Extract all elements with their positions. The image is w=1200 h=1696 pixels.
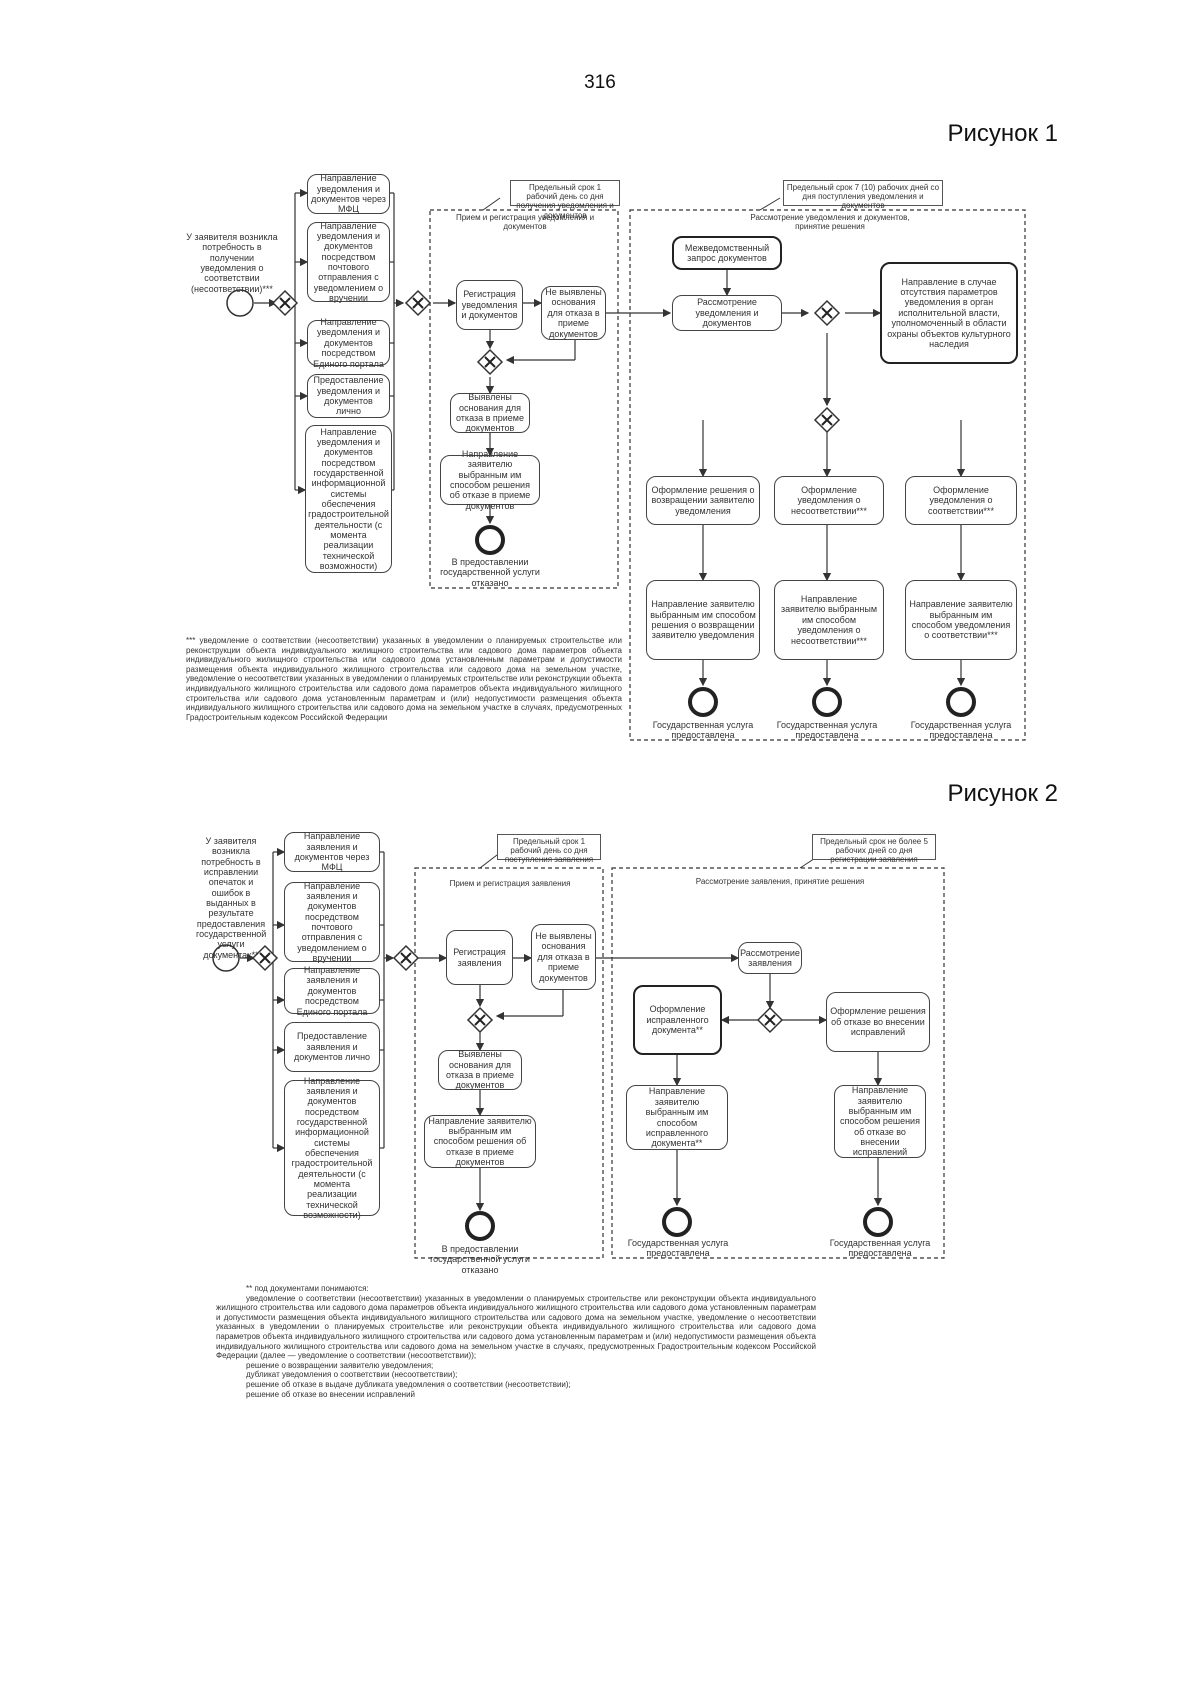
figure2-start-label: У заявителя возникла потребность в испра… xyxy=(196,836,267,960)
figure2-channel-in-person: Предоставление заявления и документов ли… xyxy=(284,1022,380,1072)
figure1-channel-post: Направление уведомления и документов пос… xyxy=(307,221,390,303)
figure1-note-review: Предельный срок 7 (10) рабочих дней со д… xyxy=(783,180,943,210)
figure2-end-label-right: Государственная услуга предоставлена xyxy=(829,1238,931,1259)
figure2-found-grounds-box: Выявлены основания для отказа в приеме д… xyxy=(438,1049,522,1090)
figure1-note-reception: Предельный срок 1 рабочий день со дня по… xyxy=(510,180,620,220)
figure1-start-label: У заявителя возникла потребность в получ… xyxy=(186,232,278,294)
figure1-channel-in-person: Предоставление уведомления и документов … xyxy=(307,374,390,418)
figure1-found-grounds-box: Выявлены основания для отказа в приеме д… xyxy=(450,392,530,433)
figure2-send-refusal-box: Направление заявителю выбранным им спосо… xyxy=(424,1115,536,1168)
figure1-end-label-2: Государственная услуга предоставлена xyxy=(776,720,878,741)
figure1-end-refused-label: В предоставлении государственной услуги … xyxy=(440,557,540,588)
figure2-footnote-line: уведомление о соответствии (несоответств… xyxy=(216,1293,816,1361)
figure2-footnote: ** под документами понимаются: уведомлен… xyxy=(216,1284,816,1399)
figure2-zone-reception-label: Прием и регистрация заявления xyxy=(449,879,571,888)
figure2-end-label-left: Государственная услуга предоставлена xyxy=(627,1238,729,1259)
figure2-channel-mfc: Направление заявления и документов через… xyxy=(284,831,380,872)
figure1-register-box: Регистрация уведомления и документов xyxy=(456,280,523,330)
figure2-footnote-line: дубликат уведомления о соответствии (нес… xyxy=(246,1370,458,1380)
figure1-nonconformity-box: Оформление уведомления о несоответствии*… xyxy=(774,476,884,525)
figure2-channel-gisogd: Направление заявления и документов посре… xyxy=(284,1076,380,1220)
figure1-send-nonconformity-box: Направление заявителю выбранным им спосо… xyxy=(774,580,884,660)
figure2-channel-post: Направление заявления и документов посре… xyxy=(284,881,380,963)
figure1-conformity-box: Оформление уведомления о соответствии*** xyxy=(905,476,1017,525)
figure1-channel-portal: Направление уведомления и документов пос… xyxy=(307,317,390,369)
figure1-no-grounds-box: Не выявлены основания для отказа в прием… xyxy=(541,286,606,340)
figure1-culture-request-box: Направление в случае отсутствия параметр… xyxy=(880,262,1018,364)
figure1-interagency-request-box: Межведомственный запрос документов xyxy=(672,236,782,270)
figure2-end-refused-label: В предоставлении государственной услуги … xyxy=(430,1244,530,1275)
figure2-review-box: Рассмотрение заявления xyxy=(738,942,802,974)
figure2-footnote-line: ** под документами понимаются: xyxy=(246,1284,369,1293)
figure1-return-decision-box: Оформление решения о возвращении заявите… xyxy=(646,476,760,525)
figure1-end-label-1: Государственная услуга предоставлена xyxy=(652,720,754,741)
page-number: 316 xyxy=(584,72,616,93)
figure2-title: Рисунок 2 xyxy=(947,780,1058,807)
figure1-send-conformity-box: Направление заявителю выбранным им спосо… xyxy=(905,580,1017,660)
figure1-end-label-3: Государственная услуга предоставлена xyxy=(910,720,1012,741)
figure1-send-return-box: Направление заявителю выбранным им спосо… xyxy=(646,580,760,660)
figure2-channel-portal: Направление заявления и документов посре… xyxy=(284,965,380,1017)
figure1-review-box: Рассмотрение уведомления и документов xyxy=(672,295,782,331)
figure2-note-review: Предельный срок не более 5 рабочих дней … xyxy=(812,834,936,864)
figure2-zone-review-label: Рассмотрение заявления, принятие решения xyxy=(695,877,865,886)
figure2-send-refusal-decision-box: Направление заявителю выбранным им спосо… xyxy=(834,1085,926,1158)
figure2-footnote-line: решение об отказе во внесении исправлени… xyxy=(246,1389,416,1399)
figure2-register-box: Регистрация заявления xyxy=(446,930,513,985)
figure2-footnote-line: решение об отказе в выдаче дубликата уве… xyxy=(246,1379,571,1389)
figure1-channel-mfc: Направление уведомления и документов чер… xyxy=(307,173,390,214)
figure1-zone-review-label: Рассмотрение уведомления и документов, п… xyxy=(750,213,910,231)
figure1-title: Рисунок 1 xyxy=(947,120,1058,147)
figure2-no-grounds-box: Не выявлены основания для отказа в прием… xyxy=(531,924,596,990)
figure2-refusal-decision-box: Оформление решения об отказе во внесении… xyxy=(826,992,930,1052)
figure2-footnote-line: решение о возвращении заявителю уведомле… xyxy=(246,1360,434,1370)
figure2-corrected-doc-box: Оформление исправленного документа** xyxy=(633,985,722,1055)
figure2-note-reception: Предельный срок 1 рабочий день со дня по… xyxy=(497,834,601,864)
figure1-channel-gisogd: Направление уведомления и документов пос… xyxy=(305,425,392,573)
figure1-zone-reception-label: Прием и регистрация уведомления и докуме… xyxy=(455,213,595,231)
figure2-send-corrected-box: Направление заявителю выбранным им спосо… xyxy=(626,1085,728,1150)
figure1-footnote: *** уведомление о соответствии (несоотве… xyxy=(186,636,622,722)
